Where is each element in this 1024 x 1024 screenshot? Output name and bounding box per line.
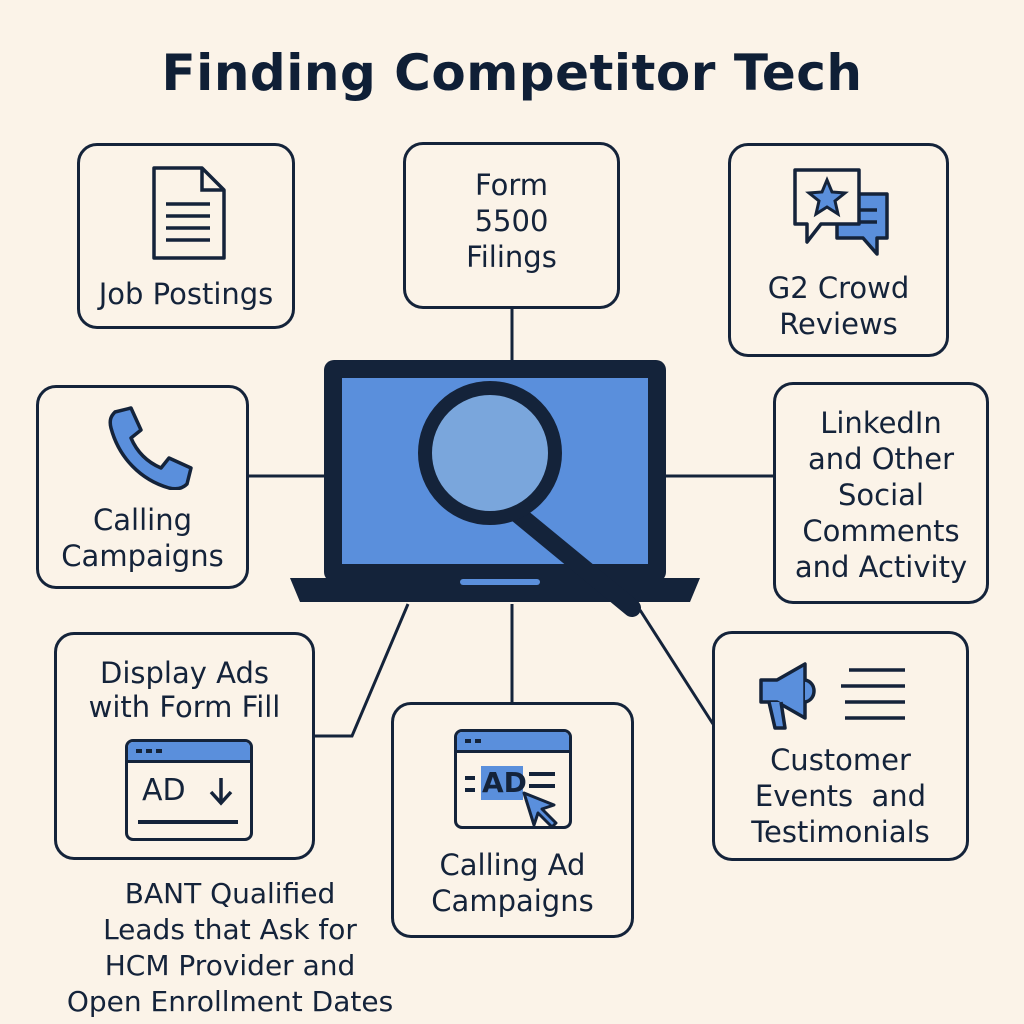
bant-line-1: BANT Qualified (124, 877, 336, 910)
customer-events-line-2: Events and (754, 779, 927, 813)
card-linkedin: LinkedIn and Other Social Comments and A… (773, 382, 989, 604)
g2-line-2: Reviews (779, 307, 898, 341)
card-customer-events: Customer Events and Testimonials (712, 631, 969, 861)
megaphone-icon (759, 662, 816, 730)
calling-ad-line-2: Campaigns (431, 884, 594, 918)
linkedin-line-5: and Activity (794, 550, 968, 584)
document-icon (152, 166, 226, 260)
display-ads-line-2: with Form Fill (88, 690, 281, 724)
customer-events-line-3: Testimonials (751, 815, 930, 849)
calling-line-2: Campaigns (61, 539, 224, 573)
review-chat-bubbles-icon (793, 168, 889, 256)
connector-display-ads (312, 603, 410, 738)
display-ad-text: AD (142, 773, 186, 808)
bant-line-4: Open Enrollment Dates (66, 985, 394, 1018)
linkedin-line-4: Comments (802, 514, 960, 548)
linkedin-line-1: LinkedIn (820, 406, 942, 440)
calling-ad-line-1: Calling Ad (439, 848, 586, 882)
download-arrow-icon (209, 778, 233, 806)
bant-line-3: HCM Provider and (104, 949, 356, 982)
phone-icon (108, 406, 193, 490)
card-calling-campaigns: Calling Campaigns (36, 385, 249, 589)
calling-line-1: Calling (93, 503, 192, 537)
text-lines-icon (841, 668, 905, 720)
g2-line-1: G2 Crowd (767, 271, 910, 305)
ad-download-window-icon: AD (125, 739, 253, 841)
display-ads-line-1: Display Ads (100, 656, 269, 690)
page-title: Finding Competitor Tech (161, 44, 863, 102)
calling-ad-text: AD (482, 766, 527, 799)
cursor-icon (522, 791, 558, 829)
customer-events-line-1: Customer (770, 743, 911, 777)
linkedin-line-2: and Other (807, 442, 955, 476)
bant-text: BANT Qualified Leads that Ask for HCM Pr… (40, 876, 420, 1020)
job-postings-label: Job Postings (98, 277, 274, 311)
ad-click-window-icon: AD (454, 729, 572, 831)
card-display-ads: Display Ads with Form Fill AD (54, 632, 315, 860)
card-g2-crowd: G2 Crowd Reviews (728, 143, 949, 357)
card-form-5500: Form 5500 Filings (403, 142, 620, 309)
card-calling-ad-campaigns: AD Calling Ad Campaigns (391, 702, 634, 938)
bant-line-2: Leads that Ask for (103, 913, 357, 946)
form5500-line-3: Filings (466, 240, 557, 274)
form5500-line-1: Form (474, 168, 549, 202)
connector-customer-events (638, 609, 715, 725)
linkedin-line-3: Social (838, 478, 924, 512)
laptop-magnifier-icon (290, 360, 700, 617)
form5500-line-2: 5500 (474, 204, 549, 238)
card-job-postings: Job Postings (77, 143, 295, 329)
